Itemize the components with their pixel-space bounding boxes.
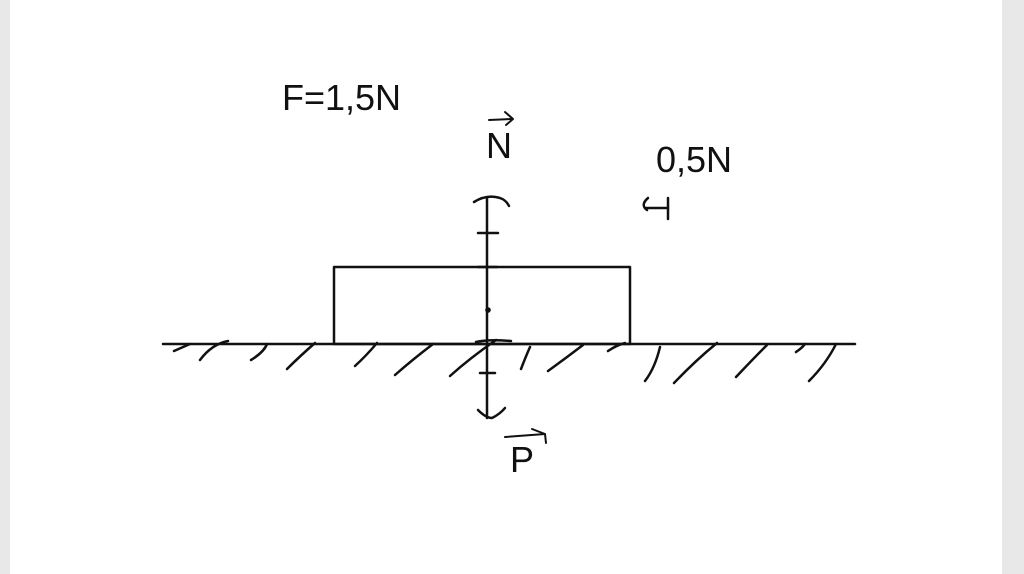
scale-segment: [642, 196, 670, 221]
force-label: F=1,5N: [282, 77, 401, 118]
weight-vector-arrow-mark: [504, 428, 547, 444]
drawing-page: F=1,5N N 0,5N: [10, 0, 1002, 574]
ground-hatching: [172, 338, 838, 385]
center-of-mass-dot: [485, 307, 491, 313]
normal-vector-label: N: [486, 125, 512, 166]
vertical-force-axis: [472, 195, 513, 420]
weight-vector-label: P: [510, 439, 534, 480]
scale-label: 0,5N: [656, 139, 732, 180]
force-diagram: F=1,5N N 0,5N: [161, 77, 857, 480]
block: [332, 265, 632, 346]
normal-vector-arrow-mark: [488, 111, 514, 126]
